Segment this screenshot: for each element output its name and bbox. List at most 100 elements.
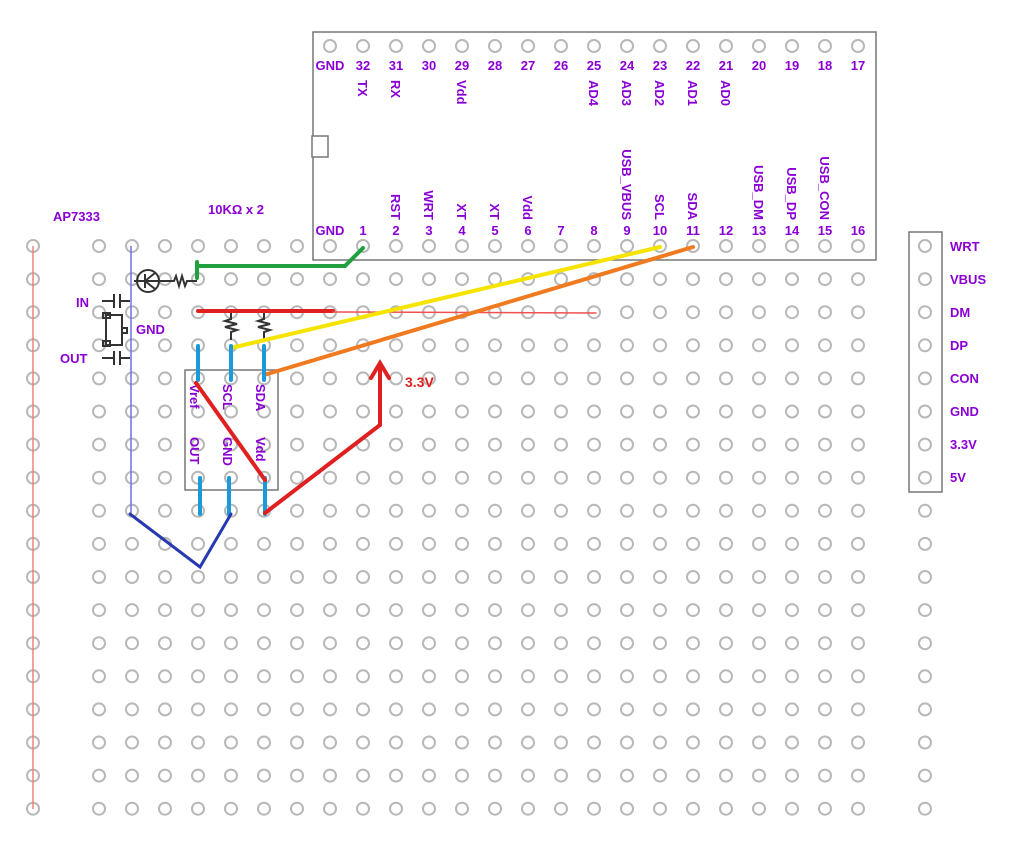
hole	[918, 669, 932, 684]
hole	[389, 338, 403, 353]
module-pin-number: 28	[488, 58, 502, 73]
hole	[92, 437, 106, 452]
hole	[620, 570, 634, 584]
hole	[620, 603, 634, 618]
hole	[455, 768, 469, 783]
module-pin-number: 29	[455, 58, 469, 73]
hole	[653, 470, 667, 485]
hole	[389, 503, 403, 518]
hole	[92, 735, 106, 750]
hole	[752, 702, 766, 717]
hole	[587, 437, 601, 452]
hole	[918, 768, 932, 783]
hole	[851, 338, 865, 353]
hole	[719, 470, 733, 485]
hole	[818, 603, 832, 618]
hole	[224, 437, 238, 452]
hole	[818, 272, 832, 287]
hole	[356, 470, 370, 485]
hole	[158, 272, 172, 287]
hole	[521, 702, 535, 717]
sensor-pin-label: Vdd	[253, 437, 268, 462]
module-pin-function: XT	[454, 203, 469, 220]
hole	[851, 305, 865, 320]
hole	[422, 503, 436, 518]
hole	[158, 768, 172, 783]
module-top-hole	[455, 39, 469, 53]
hole	[752, 603, 766, 618]
hole	[620, 404, 634, 419]
hole	[785, 371, 799, 386]
hole	[158, 669, 172, 684]
hole	[455, 404, 469, 419]
hole	[785, 305, 799, 320]
hole	[356, 636, 370, 651]
module-pin-function: TX	[355, 80, 370, 97]
hole	[92, 404, 106, 419]
hole	[918, 536, 932, 551]
hole	[158, 801, 172, 816]
hole	[488, 404, 502, 419]
hole	[752, 338, 766, 353]
hole	[389, 702, 403, 717]
hole	[191, 801, 205, 816]
hole	[488, 470, 502, 485]
hole	[191, 735, 205, 750]
hole	[224, 603, 238, 618]
hole	[158, 503, 172, 518]
module-top-hole	[389, 39, 403, 53]
hole	[653, 669, 667, 684]
hole	[521, 801, 535, 816]
hole	[851, 437, 865, 452]
hole	[686, 305, 700, 320]
module-pin-number: 24	[620, 58, 635, 73]
hole	[818, 239, 832, 253]
module-pin-number: 6	[524, 223, 531, 238]
module-top-hole	[554, 39, 568, 53]
hole	[455, 437, 469, 452]
hole	[257, 702, 271, 717]
hole	[356, 404, 370, 419]
hole	[686, 768, 700, 783]
hole	[785, 570, 799, 584]
hole	[191, 239, 205, 253]
hole	[554, 404, 568, 419]
hole	[918, 272, 932, 287]
hole	[719, 371, 733, 386]
hole	[257, 801, 271, 816]
hole	[521, 636, 535, 651]
hole	[356, 801, 370, 816]
hole	[422, 603, 436, 618]
hole	[455, 239, 469, 253]
hole	[158, 636, 172, 651]
module-pin-number: 19	[785, 58, 799, 73]
module-pin-function: AD4	[586, 80, 601, 107]
hole	[719, 536, 733, 551]
hole	[290, 338, 304, 353]
hole	[719, 735, 733, 750]
hole	[686, 470, 700, 485]
hole	[587, 305, 601, 320]
module-pin-number: 30	[422, 58, 436, 73]
module-top-hole	[620, 39, 634, 53]
hole	[752, 437, 766, 452]
hole	[323, 570, 337, 584]
hole	[851, 801, 865, 816]
module-pin-number: 31	[389, 58, 403, 73]
hole	[521, 570, 535, 584]
hole	[686, 702, 700, 717]
hole	[356, 735, 370, 750]
sensor-pin-label: GND	[220, 437, 235, 466]
hole	[125, 338, 139, 353]
hole	[422, 371, 436, 386]
hole	[554, 702, 568, 717]
hole	[719, 404, 733, 419]
hole	[686, 503, 700, 518]
hole	[323, 735, 337, 750]
hole	[818, 669, 832, 684]
hole	[158, 603, 172, 618]
hole	[653, 801, 667, 816]
hole	[290, 669, 304, 684]
hole	[422, 735, 436, 750]
